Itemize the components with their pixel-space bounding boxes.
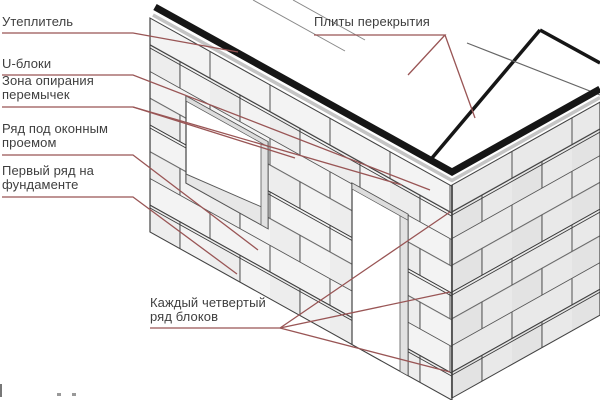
label-insulation: Утеплитель — [2, 14, 74, 29]
leader-every-fourth-3 — [279, 327, 451, 373]
leader-row-under-window — [2, 154, 259, 251]
leader-lines — [2, 32, 476, 373]
reinforced-joint-lines-right — [452, 128, 600, 376]
leader-floor-slabs-2 — [444, 34, 476, 119]
label-row-under-window: Ряд под оконным проемом — [2, 121, 109, 150]
leader-insulation — [2, 32, 239, 53]
leader-first-row — [2, 196, 238, 275]
slab-joint — [539, 28, 600, 65]
label-u-blocks: U-блоки — [2, 56, 52, 71]
cropped-artifact — [0, 384, 76, 397]
slab-far-edge-line — [292, 0, 366, 41]
label-first-row-on-foundation: Первый ряд на фундаменте — [2, 163, 94, 192]
u-block-top-strip — [152, 13, 600, 183]
leader-u-blocks — [2, 74, 431, 191]
window-sill-surface — [186, 173, 268, 229]
leader-lintel-zone-2 — [132, 106, 403, 186]
slab-joint — [430, 28, 542, 160]
window-opening — [185, 95, 269, 230]
slab-far-edge-line — [252, 0, 346, 52]
door-opening — [351, 182, 409, 377]
door-reveal — [399, 209, 408, 376]
insulation-band — [153, 3, 600, 177]
left-wall — [149, 17, 453, 400]
label-floor-slabs: Плиты перекрытия — [314, 14, 430, 29]
door-lintel-underside — [352, 183, 408, 221]
label-every-fourth-row: Каждый четвертый ряд блоков — [150, 295, 266, 324]
slab-end-line — [466, 42, 600, 96]
window-reveal — [260, 137, 268, 229]
leader-every-fourth-2 — [279, 291, 451, 329]
label-lintel-bearing-zone: Зона опирания перемычек — [2, 73, 94, 102]
floor-slab-plane — [155, 0, 600, 169]
